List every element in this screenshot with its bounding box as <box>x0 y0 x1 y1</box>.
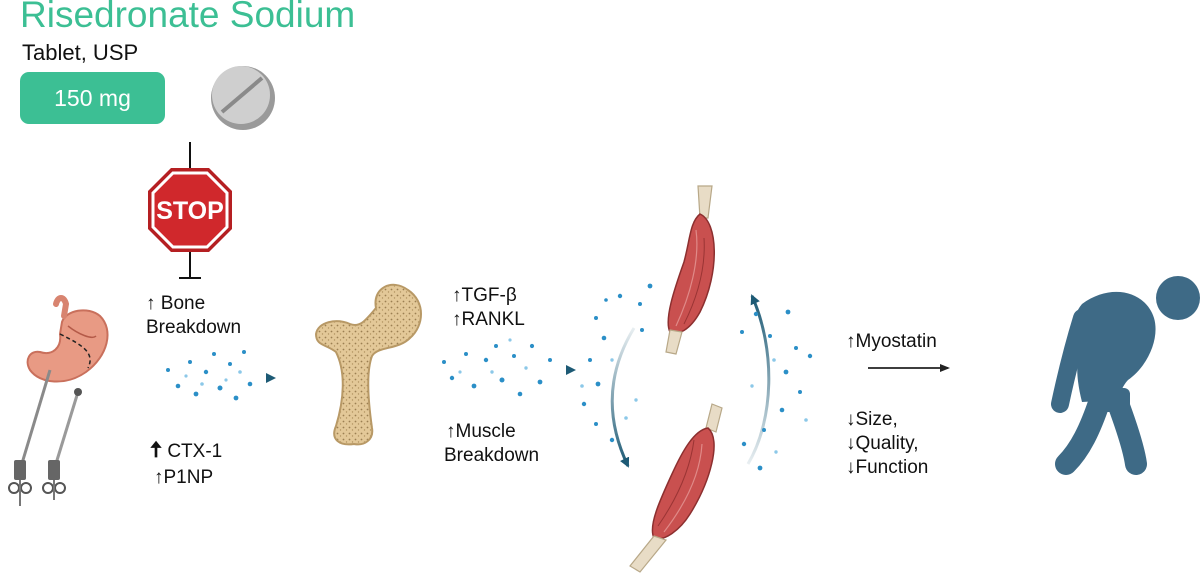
muscle-breakdown-line1: ↑Muscle <box>446 421 516 442</box>
drug-form: Tablet, USP <box>22 40 139 65</box>
bone-breakdown-line1: ↑ Bone <box>146 293 206 314</box>
particle-cloud-1 <box>166 350 253 401</box>
pill-icon <box>211 66 275 130</box>
dose-label: 150 mg <box>54 84 131 111</box>
ctx1-marker: 🠅 CTX-1 <box>150 438 222 464</box>
stop-sign-icon: STOP <box>148 168 232 252</box>
bone-breakdown-line2: Breakdown <box>146 317 242 338</box>
tgf-beta-label: ↑TGF-β <box>452 285 517 306</box>
p1np-label: ↑P1NP <box>154 467 214 488</box>
muscle-breakdown-line2: Breakdown <box>444 445 540 466</box>
release-arrow-1 <box>150 350 276 401</box>
muscle-icon-lower <box>629 403 723 573</box>
stomach-icon <box>8 295 109 506</box>
bold-up-arrow-icon: 🠅 <box>150 437 163 462</box>
muscle-icon-upper <box>665 185 715 355</box>
rankl-label: ↑RANKL <box>452 309 525 330</box>
cycle-arrows <box>610 294 771 468</box>
dose-badge: 150 mg <box>20 72 165 124</box>
outcome-quality: ↓Quality, <box>846 433 919 454</box>
myostatin-label: ↑Myostatin <box>846 331 937 352</box>
particle-cloud-muscle <box>580 283 813 471</box>
outcome-size: ↓Size, <box>846 409 898 430</box>
drug-name: Risedronate Sodium <box>20 0 356 35</box>
ctx1-label: CTX-1 <box>167 441 223 462</box>
outcome-function: ↓Function <box>846 457 929 478</box>
particle-cloud-2 <box>442 338 552 397</box>
femur-bone-icon <box>314 283 422 446</box>
release-arrow-2 <box>428 338 576 397</box>
stop-sign-text: STOP <box>156 197 224 225</box>
frail-person-icon <box>1051 276 1200 475</box>
